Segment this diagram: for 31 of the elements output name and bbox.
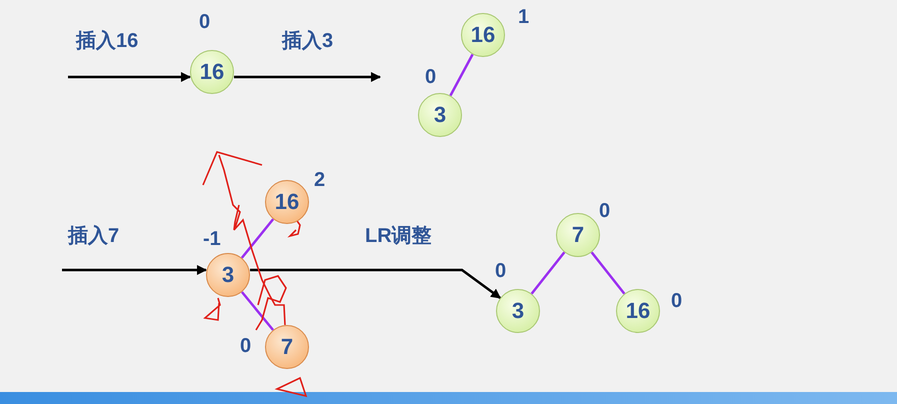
balance-factor: 0 [599, 200, 610, 223]
tree-edge [530, 252, 566, 294]
arrow [250, 268, 502, 300]
balance-factor: 0 [199, 11, 210, 34]
balance-factor: 0 [425, 66, 436, 89]
balance-factor: 0 [671, 290, 682, 313]
balance-factor: 1 [518, 6, 530, 29]
arrow [62, 265, 207, 275]
edge-label: 插入16 [76, 29, 138, 54]
node-value: 3 [512, 298, 524, 324]
edge-label: LR调整 [365, 224, 432, 249]
edge-label: 插入7 [68, 224, 120, 249]
arrow [68, 72, 191, 82]
node-value: 3 [434, 102, 446, 128]
node-value: 16 [200, 59, 224, 85]
node-value: 16 [470, 22, 496, 48]
tree-edge [240, 218, 274, 259]
tree-edge [449, 54, 474, 96]
node-value: 3 [222, 262, 234, 288]
arrow [234, 72, 381, 82]
tree-edge [590, 252, 626, 294]
tree-edge [240, 291, 274, 331]
node-value: 7 [280, 334, 294, 360]
balance-factor: 2 [314, 169, 326, 192]
edge-label: 插入3 [282, 29, 334, 54]
balance-factor: -1 [203, 228, 221, 251]
balance-factor: 0 [495, 260, 506, 283]
node-value: 16 [274, 189, 300, 215]
node-value: 16 [626, 298, 650, 324]
node-value: 7 [572, 222, 584, 248]
balance-factor: 0 [240, 335, 252, 358]
